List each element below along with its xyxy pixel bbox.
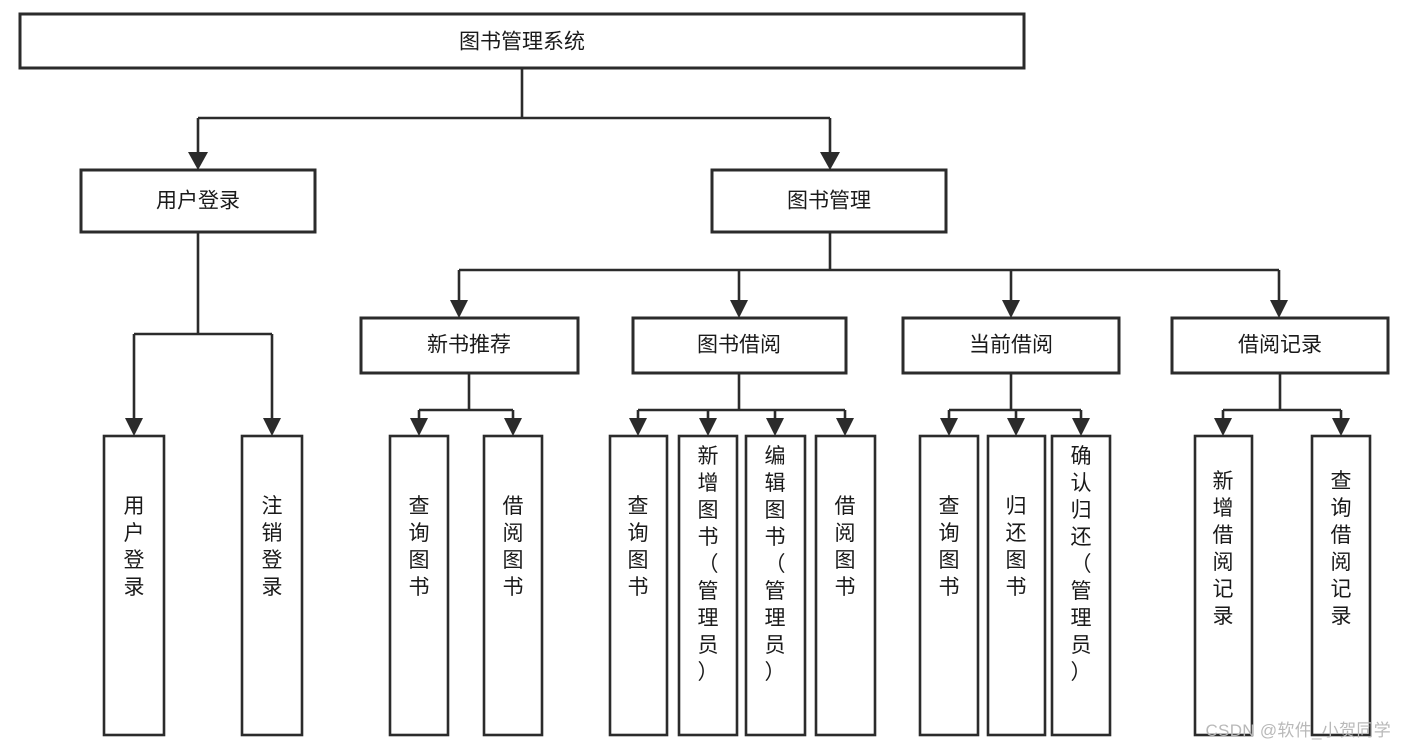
arrowhead-leaf-add-book-admin: [699, 418, 717, 436]
arrowhead-leaf-return-book: [1007, 418, 1025, 436]
node-book-borrow[interactable]: 图书借阅: [631, 316, 848, 375]
node-leaf-query-borrow-record[interactable]: 查询借阅记录: [1310, 434, 1372, 737]
node-leaf-confirm-return-admin[interactable]: 确认归还（管理员）: [1050, 434, 1112, 737]
node-leaf-logout-login-box[interactable]: [240, 434, 304, 737]
node-user-login-box[interactable]: [79, 168, 317, 234]
node-leaf-query-book-2-box[interactable]: [608, 434, 669, 737]
arrowhead-leaf-query-book-2: [629, 418, 647, 436]
node-user-login-label: 用户登录: [156, 190, 240, 213]
node-new-book-recommend[interactable]: 新书推荐: [359, 316, 580, 375]
arrowhead-leaf-borrow-book-1: [504, 418, 522, 436]
arrowhead-leaf-query-book-1: [410, 418, 428, 436]
arrowhead-borrow-record: [1270, 300, 1288, 318]
node-current-borrow[interactable]: 当前借阅: [901, 316, 1121, 375]
node-current-borrow-box[interactable]: [901, 316, 1121, 375]
arrowhead-leaf-add-borrow-record: [1214, 418, 1232, 436]
node-book-management[interactable]: 图书管理: [710, 168, 948, 234]
node-leaf-borrow-book-1-box[interactable]: [482, 434, 544, 737]
csdn-watermark: CSDN @软件_小贺同学: [1205, 721, 1391, 740]
arrowhead-current-borrow: [1002, 300, 1020, 318]
node-root-label: 图书管理系统: [459, 31, 585, 54]
arrowhead-leaf-query-book-3: [940, 418, 958, 436]
node-leaf-return-book[interactable]: 归还图书: [986, 434, 1047, 737]
node-leaf-return-book-label: 归还图书: [1006, 495, 1027, 599]
node-book-borrow-box[interactable]: [631, 316, 848, 375]
node-leaf-confirm-return-admin-box[interactable]: [1050, 434, 1112, 737]
node-leaf-query-book-1[interactable]: 查询图书: [388, 434, 450, 737]
node-book-borrow-label: 图书借阅: [697, 334, 781, 357]
node-leaf-add-book-admin-box[interactable]: [677, 434, 739, 737]
node-leaf-query-book-1-box[interactable]: [388, 434, 450, 737]
node-leaf-add-book-admin-label: 新增图书（管理员）: [698, 445, 719, 684]
node-leaf-query-book-2-label: 查询图书: [628, 495, 649, 599]
arrowhead-book-management: [820, 152, 840, 170]
node-leaf-edit-book-admin[interactable]: 编辑图书（管理员）: [744, 434, 807, 737]
node-leaf-logout-login[interactable]: 注销登录: [240, 434, 304, 737]
node-leaf-borrow-book-1[interactable]: 借阅图书: [482, 434, 544, 737]
node-root[interactable]: 图书管理系统: [18, 12, 1026, 70]
node-leaf-borrow-book-2-box[interactable]: [814, 434, 877, 737]
node-leaf-add-borrow-record[interactable]: 新增借阅记录: [1193, 434, 1254, 737]
node-leaf-user-login-label: 用户登录: [124, 495, 145, 599]
node-leaf-user-login[interactable]: 用户登录: [102, 434, 166, 737]
node-new-book-recommend-box[interactable]: [359, 316, 580, 375]
arrowhead-leaf-user-login: [125, 418, 143, 436]
node-leaf-query-borrow-record-box[interactable]: [1310, 434, 1372, 737]
leaf-layer: 用户登录 注销登录 查询图书 借阅图书 查询图书 新增图书（管理员）: [102, 434, 1372, 737]
node-borrow-record-label: 借阅记录: [1238, 334, 1322, 357]
node-leaf-edit-book-admin-label: 编辑图书（管理员）: [765, 445, 786, 684]
connector-layer: [125, 68, 1350, 436]
arrowhead-user-login: [188, 152, 208, 170]
node-book-management-label: 图书管理: [787, 190, 871, 213]
arrowhead-leaf-borrow-book-2: [836, 418, 854, 436]
node-leaf-query-borrow-record-label: 查询借阅记录: [1331, 470, 1352, 628]
node-leaf-query-book-2[interactable]: 查询图书: [608, 434, 669, 737]
node-leaf-confirm-return-admin-label: 确认归还（管理员）: [1071, 445, 1092, 684]
node-leaf-borrow-book-1-label: 借阅图书: [503, 495, 524, 599]
node-leaf-return-book-box[interactable]: [986, 434, 1047, 737]
node-borrow-record-box[interactable]: [1170, 316, 1390, 375]
node-leaf-add-borrow-record-label: 新增借阅记录: [1213, 470, 1234, 628]
node-book-management-box[interactable]: [710, 168, 948, 234]
node-user-login[interactable]: 用户登录: [79, 168, 317, 234]
node-leaf-query-book-3[interactable]: 查询图书: [918, 434, 980, 737]
node-leaf-query-book-3-box[interactable]: [918, 434, 980, 737]
node-leaf-query-book-1-label: 查询图书: [409, 495, 430, 599]
arrowhead-leaf-query-borrow-record: [1332, 418, 1350, 436]
node-leaf-add-borrow-record-box[interactable]: [1193, 434, 1254, 737]
node-new-book-recommend-label: 新书推荐: [427, 334, 511, 357]
node-leaf-query-book-3-label: 查询图书: [939, 495, 960, 599]
node-leaf-borrow-book-2[interactable]: 借阅图书: [814, 434, 877, 737]
arrowhead-new-book-recommend: [450, 300, 468, 318]
node-leaf-logout-login-label: 注销登录: [262, 495, 283, 599]
node-leaf-edit-book-admin-box[interactable]: [744, 434, 807, 737]
arrowhead-leaf-edit-book-admin: [766, 418, 784, 436]
node-leaf-borrow-book-2-label: 借阅图书: [835, 495, 856, 599]
node-leaf-user-login-box[interactable]: [102, 434, 166, 737]
node-borrow-record[interactable]: 借阅记录: [1170, 316, 1390, 375]
arrowhead-leaf-confirm-return-admin: [1072, 418, 1090, 436]
node-current-borrow-label: 当前借阅: [969, 334, 1053, 357]
arrowhead-book-borrow: [730, 300, 748, 318]
node-root-box[interactable]: [18, 12, 1026, 70]
arrowhead-leaf-logout-login: [263, 418, 281, 436]
node-leaf-add-book-admin[interactable]: 新增图书（管理员）: [677, 434, 739, 737]
